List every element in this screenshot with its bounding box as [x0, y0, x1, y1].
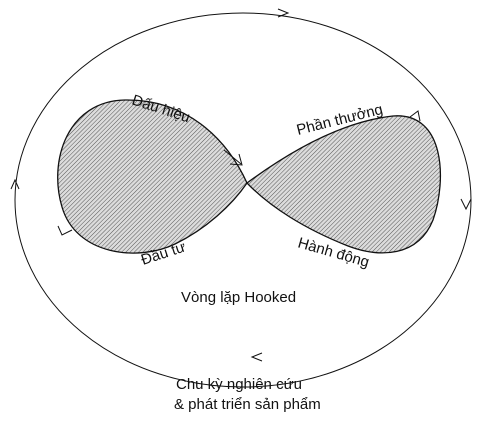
outer-arrow-bottom-icon	[250, 352, 263, 362]
reward-arrow-icon	[409, 110, 421, 122]
outer-arrow-top-icon	[277, 8, 290, 18]
outer-arrow-left-icon	[10, 178, 20, 190]
loop-title: Vòng lặp Hooked	[181, 289, 296, 306]
investment-arrow-icon	[57, 225, 73, 236]
left-loop-lobe	[57, 99, 248, 254]
outer-arrow-right-icon	[460, 198, 472, 211]
outer-cycle-caption-line2: & phát triển sản phẩm	[174, 396, 321, 413]
trigger-arrow-icon	[223, 149, 243, 166]
outer-cycle-caption-line1: Chu kỳ nghiên cứu	[176, 376, 302, 393]
right-loop-lobe	[246, 115, 442, 254]
